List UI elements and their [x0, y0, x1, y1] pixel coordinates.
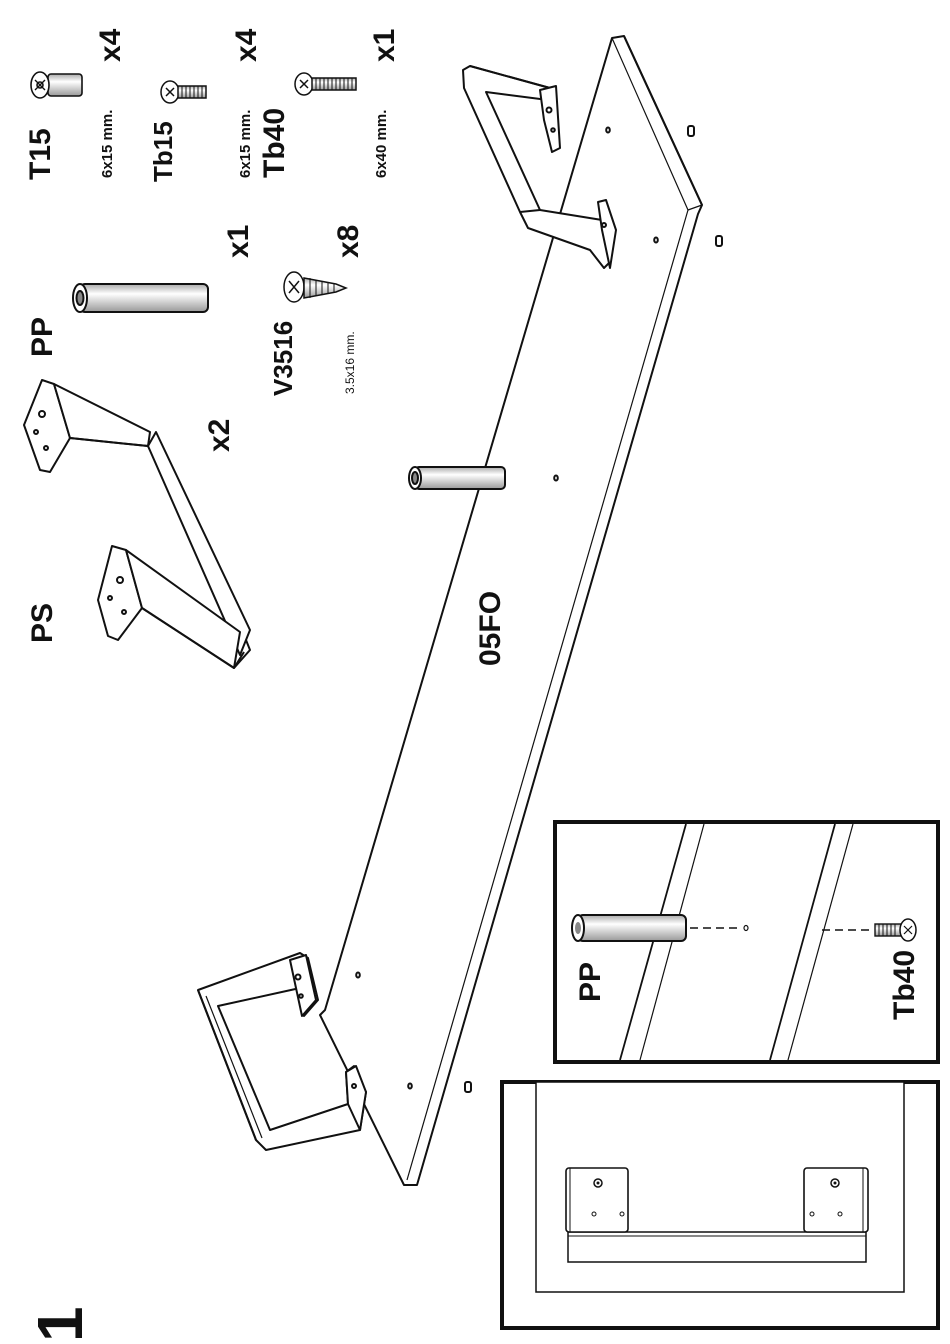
part-qty-t15: x4	[96, 29, 126, 62]
detail-pp-label: PP	[576, 962, 606, 1002]
screw-icon	[161, 81, 206, 103]
part-qty-tb15: x4	[232, 29, 262, 62]
part-code-v3516: V3516	[270, 321, 296, 396]
screw-icon	[295, 73, 356, 95]
part-size-t15: 6x15 mm.	[100, 110, 115, 178]
board-label: 05FO	[476, 591, 506, 666]
detail-zoom-box	[555, 822, 938, 1062]
part-code-t15: T15	[26, 128, 56, 180]
part-qty-tb40: x1	[370, 29, 400, 62]
dowel-icon	[409, 467, 505, 489]
step-number: 1	[28, 1306, 92, 1342]
part-qty-ps: x2	[205, 419, 235, 452]
part-size-tb15: 6x15 mm.	[238, 110, 253, 178]
part-size-tb40: 6x40 mm.	[374, 110, 389, 178]
part-code-ps: PS	[28, 603, 58, 643]
screw-icon	[31, 72, 82, 98]
part-qty-pp: x1	[224, 225, 254, 258]
part-code-tb40: Tb40	[260, 108, 290, 178]
dowel-icon	[73, 284, 208, 312]
part-code-pp: PP	[28, 317, 58, 357]
part-qty-v3516: x8	[334, 225, 364, 258]
bottom-view-box	[502, 1082, 938, 1328]
part-size-v3516: 3.5x16 mm.	[344, 331, 356, 394]
detail-tb40-label: Tb40	[890, 950, 920, 1020]
part-code-tb15: Tb15	[150, 121, 176, 182]
screw-icon	[284, 272, 346, 302]
